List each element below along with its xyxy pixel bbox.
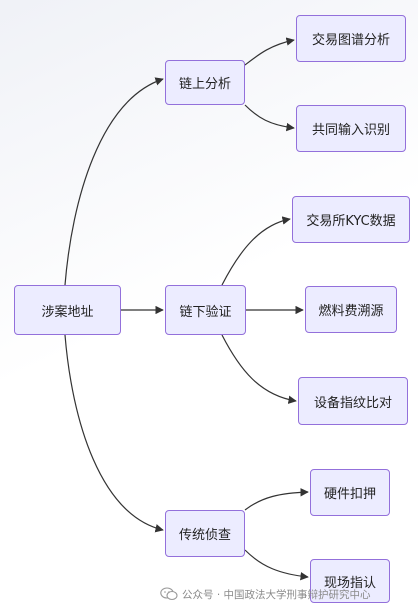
edge-onchain-tradegraph [244, 37, 295, 66]
node-offchain[interactable]: 链下验证 [165, 285, 246, 335]
node-trade-graph[interactable]: 交易图谱分析 [296, 15, 406, 62]
node-hardware-seize-label: 硬件扣押 [323, 487, 376, 502]
node-root-label: 涉案地址 [41, 304, 94, 320]
node-fuel-trace[interactable]: 燃料费溯源 [305, 286, 397, 333]
node-site-identify[interactable]: 现场指认 [310, 559, 390, 603]
node-root[interactable]: 涉案地址 [14, 285, 121, 335]
node-onchain[interactable]: 链上分析 [165, 60, 245, 105]
edge-root-traditional [64, 334, 164, 533]
edge-onchain-coinput [244, 104, 295, 132]
wechat-icon [160, 587, 178, 601]
node-trade-graph-label: 交易图谱分析 [311, 33, 390, 48]
edge-traditional-site [244, 549, 309, 581]
edge-root-onchain [64, 77, 164, 286]
node-site-identify-label: 现场指认 [323, 575, 376, 591]
node-offchain-label: 链下验证 [179, 304, 232, 320]
node-exchange-kyc[interactable]: 交易所KYC数据 [292, 196, 410, 243]
edge-offchain-kyc [221, 216, 291, 286]
edge-traditional-hardware [244, 488, 309, 511]
node-exchange-kyc-label: 交易所KYC数据 [306, 214, 396, 229]
node-traditional[interactable]: 传统侦查 [165, 510, 245, 557]
node-hardware-seize[interactable]: 硬件扣押 [310, 469, 390, 516]
watermark-text: 公众号 · 中国政法大学刑事辩护研究中心 [182, 588, 371, 601]
node-device-fp-label: 设备指纹比对 [313, 395, 392, 411]
node-traditional-label: 传统侦查 [178, 528, 231, 543]
node-co-input[interactable]: 共同输入识别 [296, 105, 406, 152]
edge-offchain-device [221, 334, 297, 404]
node-co-input-label: 共同输入识别 [311, 123, 390, 138]
node-fuel-trace-label: 燃料费溯源 [318, 304, 384, 319]
watermark: 公众号 · 中国政法大学刑事辩护研究中心 [160, 585, 371, 603]
node-device-fp[interactable]: 设备指纹比对 [298, 377, 408, 425]
node-onchain-label: 链上分析 [178, 77, 231, 92]
